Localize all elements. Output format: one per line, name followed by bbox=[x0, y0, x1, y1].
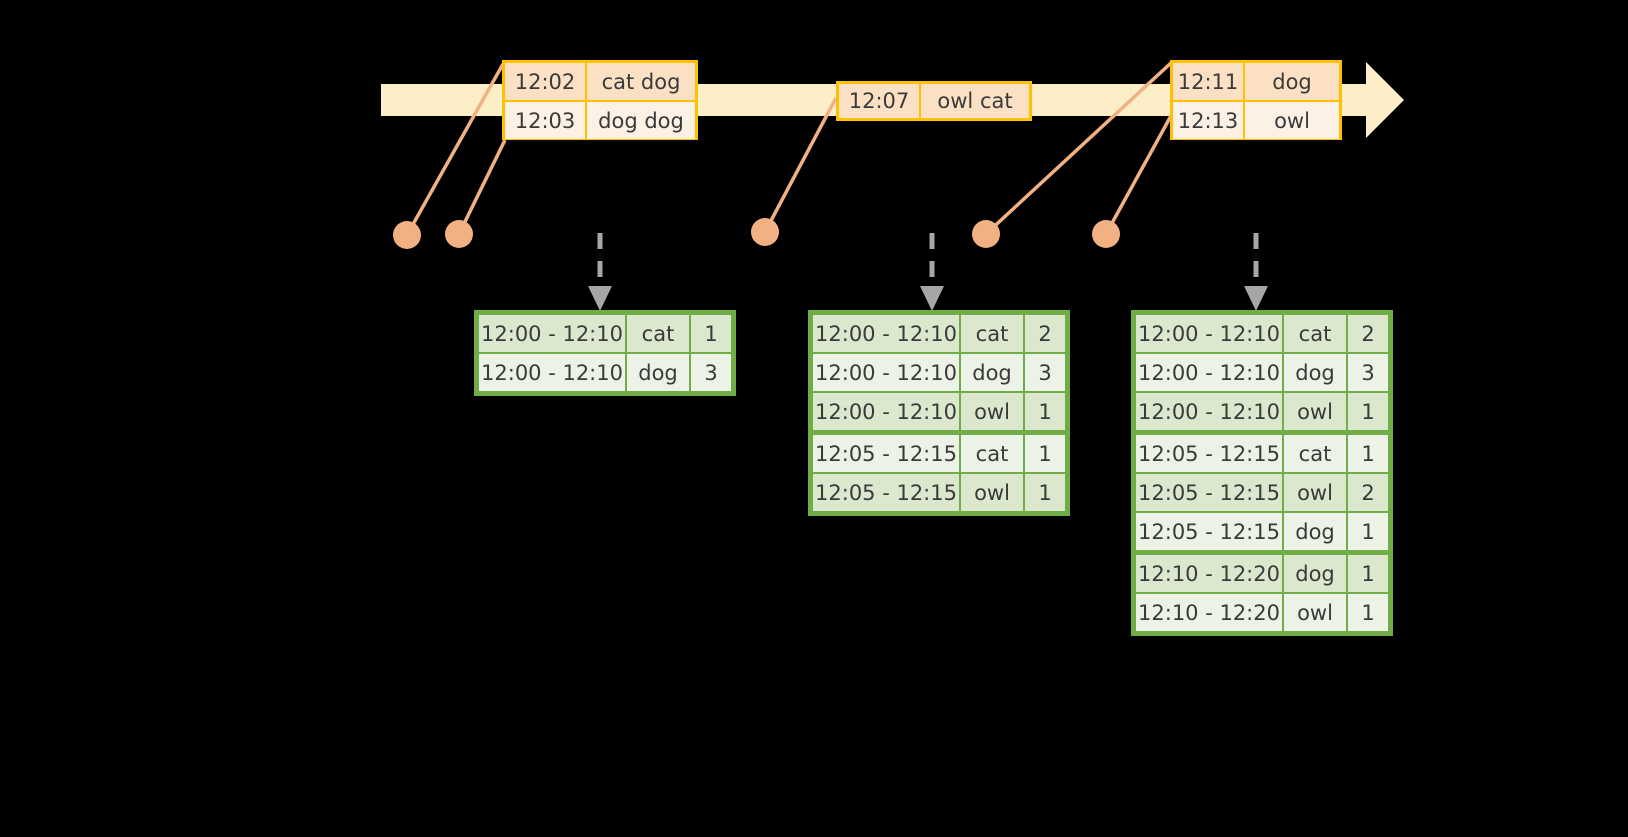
table-group-separator bbox=[1135, 551, 1389, 554]
event-words: cat dog bbox=[587, 63, 695, 100]
cell-word: dog bbox=[627, 354, 689, 391]
cell-count: 1 bbox=[1348, 393, 1388, 430]
cell-word: dog bbox=[961, 354, 1023, 391]
cell-word: owl bbox=[1284, 474, 1346, 511]
cell-word: dog bbox=[1284, 555, 1346, 592]
event-row[interactable]: 12:13 owl bbox=[1173, 100, 1339, 139]
cell-range: 12:05 - 12:15 bbox=[1136, 474, 1282, 511]
event-dots bbox=[393, 218, 1120, 249]
cell-count: 3 bbox=[1348, 354, 1388, 391]
event-time: 12:02 bbox=[505, 63, 587, 100]
event-words: owl bbox=[1245, 102, 1339, 139]
event-group-3[interactable]: 12:11 dog 12:13 owl bbox=[1170, 60, 1342, 140]
event-dot-3 bbox=[751, 218, 779, 246]
cell-word: owl bbox=[961, 474, 1023, 511]
event-dot-1 bbox=[393, 221, 421, 249]
table-row[interactable]: 12:00 - 12:10 owl 1 bbox=[812, 392, 1066, 431]
cell-range: 12:00 - 12:10 bbox=[813, 393, 959, 430]
cell-count: 1 bbox=[1348, 513, 1388, 550]
cell-range: 12:05 - 12:15 bbox=[813, 435, 959, 472]
cell-count: 2 bbox=[1348, 315, 1388, 352]
result-table-2[interactable]: 12:00 - 12:10 cat 2 12:00 - 12:10 dog 3 … bbox=[808, 310, 1070, 516]
event-words: dog bbox=[1245, 63, 1339, 100]
event-words: owl cat bbox=[921, 84, 1029, 118]
cell-count: 1 bbox=[1025, 393, 1065, 430]
table-group-separator bbox=[1135, 431, 1389, 434]
trigger-arrow-2 bbox=[920, 233, 944, 311]
cell-range: 12:00 - 12:10 bbox=[1136, 393, 1282, 430]
table-row[interactable]: 12:00 - 12:10 dog 3 bbox=[812, 353, 1066, 392]
cell-word: cat bbox=[1284, 435, 1346, 472]
cell-word: cat bbox=[627, 315, 689, 352]
event-row[interactable]: 12:03 dog dog bbox=[505, 100, 695, 139]
cell-count: 1 bbox=[1348, 435, 1388, 472]
cell-count: 1 bbox=[1348, 594, 1388, 631]
event-row[interactable]: 12:07 owl cat bbox=[839, 84, 1029, 118]
cell-count: 1 bbox=[1025, 435, 1065, 472]
cell-range: 12:05 - 12:15 bbox=[1136, 435, 1282, 472]
cell-range: 12:10 - 12:20 bbox=[1136, 555, 1282, 592]
event-time: 12:07 bbox=[839, 84, 921, 118]
table-row[interactable]: 12:00 - 12:10 dog 3 bbox=[478, 353, 732, 392]
cell-range: 12:10 - 12:20 bbox=[1136, 594, 1282, 631]
cell-range: 12:00 - 12:10 bbox=[813, 315, 959, 352]
cell-count: 2 bbox=[1025, 315, 1065, 352]
trigger-arrows bbox=[588, 233, 1268, 311]
event-dot-2 bbox=[445, 220, 473, 248]
cell-count: 3 bbox=[691, 354, 731, 391]
cell-range: 12:00 - 12:10 bbox=[479, 354, 625, 391]
cell-count: 1 bbox=[1348, 555, 1388, 592]
cell-range: 12:00 - 12:10 bbox=[1136, 354, 1282, 391]
table-row[interactable]: 12:00 - 12:10 cat 2 bbox=[812, 314, 1066, 353]
event-row[interactable]: 12:11 dog bbox=[1173, 63, 1339, 100]
trigger-arrow-3 bbox=[1244, 233, 1268, 311]
cell-range: 12:00 - 12:10 bbox=[479, 315, 625, 352]
table-row[interactable]: 12:10 - 12:20 dog 1 bbox=[1135, 554, 1389, 593]
cell-range: 12:05 - 12:15 bbox=[813, 474, 959, 511]
cell-word: owl bbox=[961, 393, 1023, 430]
cell-word: dog bbox=[1284, 513, 1346, 550]
table-row[interactable]: 12:00 - 12:10 cat 1 bbox=[478, 314, 732, 353]
trigger-arrow-1 bbox=[588, 233, 612, 311]
table-row[interactable]: 12:05 - 12:15 dog 1 bbox=[1135, 512, 1389, 551]
table-group-separator bbox=[812, 431, 1066, 434]
event-dot-5 bbox=[1092, 220, 1120, 248]
cell-word: cat bbox=[961, 315, 1023, 352]
cell-word: cat bbox=[961, 435, 1023, 472]
event-time: 12:13 bbox=[1173, 102, 1245, 139]
table-row[interactable]: 12:00 - 12:10 dog 3 bbox=[1135, 353, 1389, 392]
event-row[interactable]: 12:02 cat dog bbox=[505, 63, 695, 100]
cell-word: dog bbox=[1284, 354, 1346, 391]
cell-range: 12:05 - 12:15 bbox=[1136, 513, 1282, 550]
cell-count: 2 bbox=[1348, 474, 1388, 511]
event-words: dog dog bbox=[587, 102, 695, 139]
cell-count: 1 bbox=[1025, 474, 1065, 511]
cell-count: 3 bbox=[1025, 354, 1065, 391]
table-row[interactable]: 12:05 - 12:15 cat 1 bbox=[1135, 434, 1389, 473]
event-group-1[interactable]: 12:02 cat dog 12:03 dog dog bbox=[502, 60, 698, 140]
cell-range: 12:00 - 12:10 bbox=[1136, 315, 1282, 352]
cell-word: owl bbox=[1284, 393, 1346, 430]
event-time: 12:11 bbox=[1173, 63, 1245, 100]
table-row[interactable]: 12:05 - 12:15 cat 1 bbox=[812, 434, 1066, 473]
table-row[interactable]: 12:10 - 12:20 owl 1 bbox=[1135, 593, 1389, 632]
cell-word: cat bbox=[1284, 315, 1346, 352]
event-dot-4 bbox=[972, 220, 1000, 248]
table-row[interactable]: 12:00 - 12:10 owl 1 bbox=[1135, 392, 1389, 431]
table-row[interactable]: 12:05 - 12:15 owl 2 bbox=[1135, 473, 1389, 512]
result-table-3[interactable]: 12:00 - 12:10 cat 2 12:00 - 12:10 dog 3 … bbox=[1131, 310, 1393, 636]
event-time: 12:03 bbox=[505, 102, 587, 139]
cell-word: owl bbox=[1284, 594, 1346, 631]
table-row[interactable]: 12:05 - 12:15 owl 1 bbox=[812, 473, 1066, 512]
event-group-2[interactable]: 12:07 owl cat bbox=[836, 81, 1032, 121]
table-row[interactable]: 12:00 - 12:10 cat 2 bbox=[1135, 314, 1389, 353]
cell-count: 1 bbox=[691, 315, 731, 352]
result-table-1[interactable]: 12:00 - 12:10 cat 1 12:00 - 12:10 dog 3 bbox=[474, 310, 736, 396]
cell-range: 12:00 - 12:10 bbox=[813, 354, 959, 391]
